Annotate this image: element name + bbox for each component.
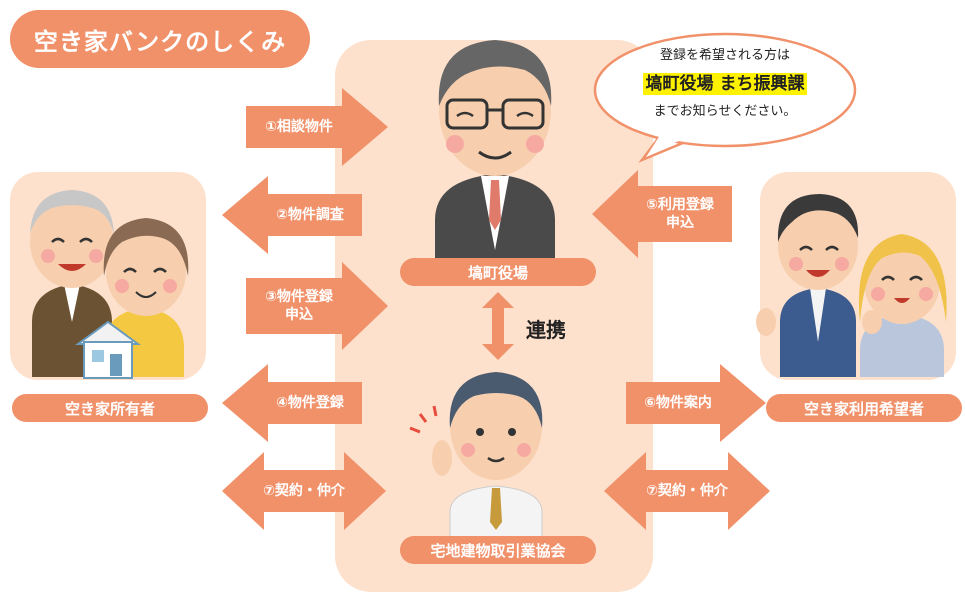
owner-couple-illustration <box>30 190 189 379</box>
arrow-property-guide-label: ⑥物件案内 <box>644 395 712 411</box>
arrow-survey-label: ②物件調査 <box>276 207 344 223</box>
arrow-consultation-label: ①相談物件 <box>265 119 333 135</box>
link-label: 連携 <box>526 318 566 342</box>
arrow-registration-request-line1: ③物件登録 <box>265 289 333 305</box>
arrow-registration: ④物件登録 <box>222 364 362 442</box>
page-title: 空き家バンクのしくみ <box>10 10 310 68</box>
arrow-registration-request-line2: 申込 <box>285 307 313 323</box>
arrow-contract-right: ⑦契約・仲介 <box>604 452 770 530</box>
arrow-registration-label: ④物件登録 <box>276 395 344 411</box>
bubble-line3: までお知らせください。 <box>653 104 797 119</box>
link-double-arrow <box>482 292 514 360</box>
arrow-usage-request-line1: ⑤利用登録 <box>646 197 714 213</box>
town-office-staff-illustration <box>435 40 555 258</box>
applicant-couple-illustration <box>756 194 947 377</box>
arrow-contract-left: ⑦契約・仲介 <box>222 452 386 530</box>
arrow-usage-request: ⑤利用登録 申込 <box>592 170 732 258</box>
bubble-highlight: 塙町役場 まち振興課 <box>642 73 808 95</box>
arrow-registration-request: ③物件登録 申込 <box>246 262 388 350</box>
arrow-usage-request-line2: 申込 <box>666 215 694 231</box>
owner-label: 空き家所有者 <box>12 394 208 422</box>
arrow-survey: ②物件調査 <box>222 176 362 254</box>
arrow-consultation: ①相談物件 <box>246 88 388 166</box>
association-staff-illustration <box>409 372 543 537</box>
applicant-label: 空き家利用希望者 <box>766 394 962 422</box>
association-label: 宅地建物取引業協会 <box>400 536 596 564</box>
bubble-line1: 登録を希望される方は <box>659 48 790 63</box>
town-office-label: 塙町役場 <box>400 258 596 286</box>
arrow-contract-left-label: ⑦契約・仲介 <box>263 483 345 499</box>
arrow-contract-right-label: ⑦契約・仲介 <box>646 483 728 499</box>
speech-bubble-text: 登録を希望される方は 塙町役場 まち振興課 までお知らせください。 <box>600 14 850 119</box>
arrow-property-guide: ⑥物件案内 <box>626 364 766 442</box>
